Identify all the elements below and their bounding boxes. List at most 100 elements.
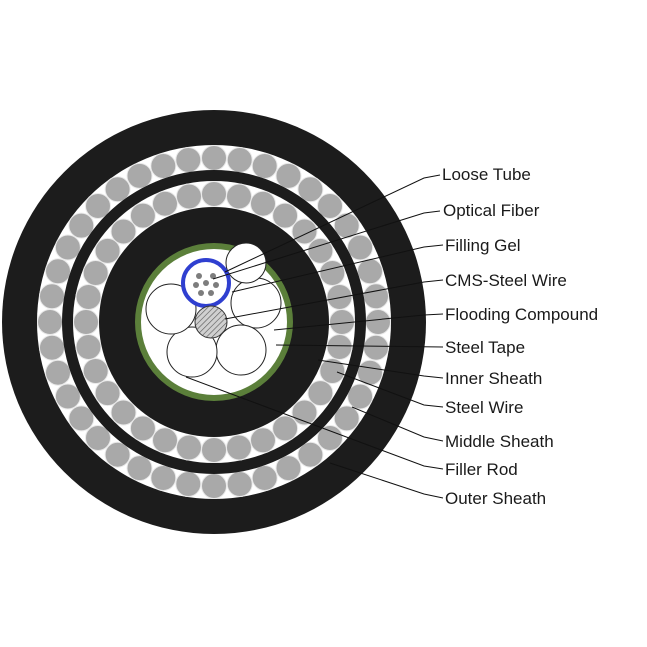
- steel-wire: [75, 334, 102, 360]
- steel-wire: [317, 425, 343, 451]
- leader-line-cms-steel-wire: [224, 279, 444, 320]
- steel-wire: [75, 284, 102, 310]
- steel-wire: [333, 405, 360, 432]
- steel-wire: [150, 465, 177, 491]
- steel-wire: [307, 237, 334, 264]
- steel-wire: [152, 427, 178, 454]
- leader-line-optical-fiber: [212, 210, 441, 280]
- steel-wire: [307, 380, 334, 407]
- steel-wire: [129, 415, 156, 442]
- steel-wire: [326, 284, 353, 310]
- optical-fiber: [213, 282, 219, 288]
- leader-line-filling-gel: [231, 244, 444, 293]
- steel-wire: [176, 183, 202, 210]
- steel-wire: [39, 334, 65, 361]
- steel-wire: [126, 455, 153, 482]
- label-cms-steel-wire: CMS-Steel Wire: [445, 271, 567, 290]
- steel-wire: [104, 441, 131, 468]
- optical-fiber: [198, 290, 204, 296]
- label-filler-rod: Filler Rod: [445, 460, 518, 479]
- steel-wire: [175, 471, 202, 497]
- steel-wire: [94, 237, 121, 264]
- steel-wire: [85, 193, 111, 219]
- steel-wire: [82, 358, 109, 384]
- steel-wire: [82, 260, 109, 286]
- label-steel-wire: Steel Wire: [445, 398, 523, 417]
- steel-wire: [275, 162, 302, 189]
- steel-wire: [251, 153, 278, 179]
- steel-wire: [347, 383, 374, 410]
- leader-line-steel-wire: [336, 371, 444, 408]
- steel-wire: [347, 234, 374, 261]
- filler-rod: [230, 277, 282, 329]
- optical-fibers: [193, 273, 219, 296]
- steel-wire: [201, 145, 227, 171]
- label-outer-sheath: Outer Sheath: [445, 489, 546, 508]
- filler-rod: [166, 326, 218, 378]
- label-flooding-compound: Flooding Compound: [445, 305, 598, 324]
- steel-wire: [104, 176, 131, 203]
- steel-wire: [94, 380, 121, 407]
- steel-wire: [365, 309, 391, 335]
- steel-wire: [319, 260, 346, 286]
- steel-wire: [363, 334, 389, 361]
- steel-wire: [251, 465, 278, 491]
- label-filling-gel: Filling Gel: [445, 236, 521, 255]
- steel-wire: [54, 234, 81, 261]
- steel-wire: [126, 162, 153, 189]
- steel-wire: [250, 190, 276, 217]
- leader-lines: [185, 174, 444, 499]
- steel-wire: [201, 437, 227, 463]
- steel-wire: [275, 455, 302, 482]
- optical-fiber: [203, 280, 209, 286]
- steel-wire: [363, 283, 389, 310]
- label-loose-tube: Loose Tube: [442, 165, 531, 184]
- steel-wire: [175, 147, 202, 173]
- label-middle-sheath: Middle Sheath: [445, 432, 554, 451]
- steel-wire: [272, 415, 299, 442]
- steel-wire: [37, 309, 63, 335]
- steel-wire: [45, 258, 71, 285]
- leader-line-flooding-compound: [273, 313, 444, 331]
- cms-steel-wire: [194, 305, 228, 339]
- steel-wire: [297, 176, 324, 203]
- steel-wire: [357, 258, 383, 285]
- leader-line-middle-sheath: [351, 406, 444, 442]
- steel-wire: [110, 218, 137, 245]
- steel-wire: [226, 434, 252, 461]
- optical-fiber: [210, 273, 216, 279]
- steel-wire: [250, 427, 276, 454]
- steel-wire: [68, 405, 95, 432]
- steel-wire: [150, 153, 177, 179]
- steel-wire: [152, 190, 178, 217]
- component-labels: Loose Tube Optical Fiber Filling Gel CMS…: [442, 165, 598, 508]
- leader-line-inner-sheath: [317, 359, 444, 379]
- steel-wire: [45, 359, 71, 386]
- leader-line-steel-tape: [275, 344, 444, 348]
- leader-line-loose-tube: [224, 174, 441, 273]
- steel-wire: [226, 471, 253, 497]
- label-optical-fiber: Optical Fiber: [443, 201, 540, 220]
- optical-fiber: [208, 290, 214, 296]
- steel-wire: [201, 473, 227, 499]
- optical-fiber: [193, 282, 199, 288]
- leader-line-outer-sheath: [329, 462, 444, 499]
- optical-fiber: [196, 273, 202, 279]
- steel-wire: [110, 399, 137, 426]
- steel-wire: [68, 212, 95, 239]
- steel-wire: [297, 441, 324, 468]
- label-inner-sheath: Inner Sheath: [445, 369, 542, 388]
- steel-wire: [54, 383, 81, 410]
- steel-wire: [272, 202, 299, 229]
- steel-wire: [226, 147, 253, 173]
- outer-steel-wire-layer: [37, 145, 391, 499]
- steel-wire: [326, 334, 353, 360]
- steel-wire: [85, 425, 111, 451]
- steel-wire: [73, 309, 99, 335]
- steel-wire: [129, 202, 156, 229]
- filler-rod: [145, 283, 197, 335]
- steel-wire: [319, 358, 346, 384]
- filler-rod: [225, 242, 267, 284]
